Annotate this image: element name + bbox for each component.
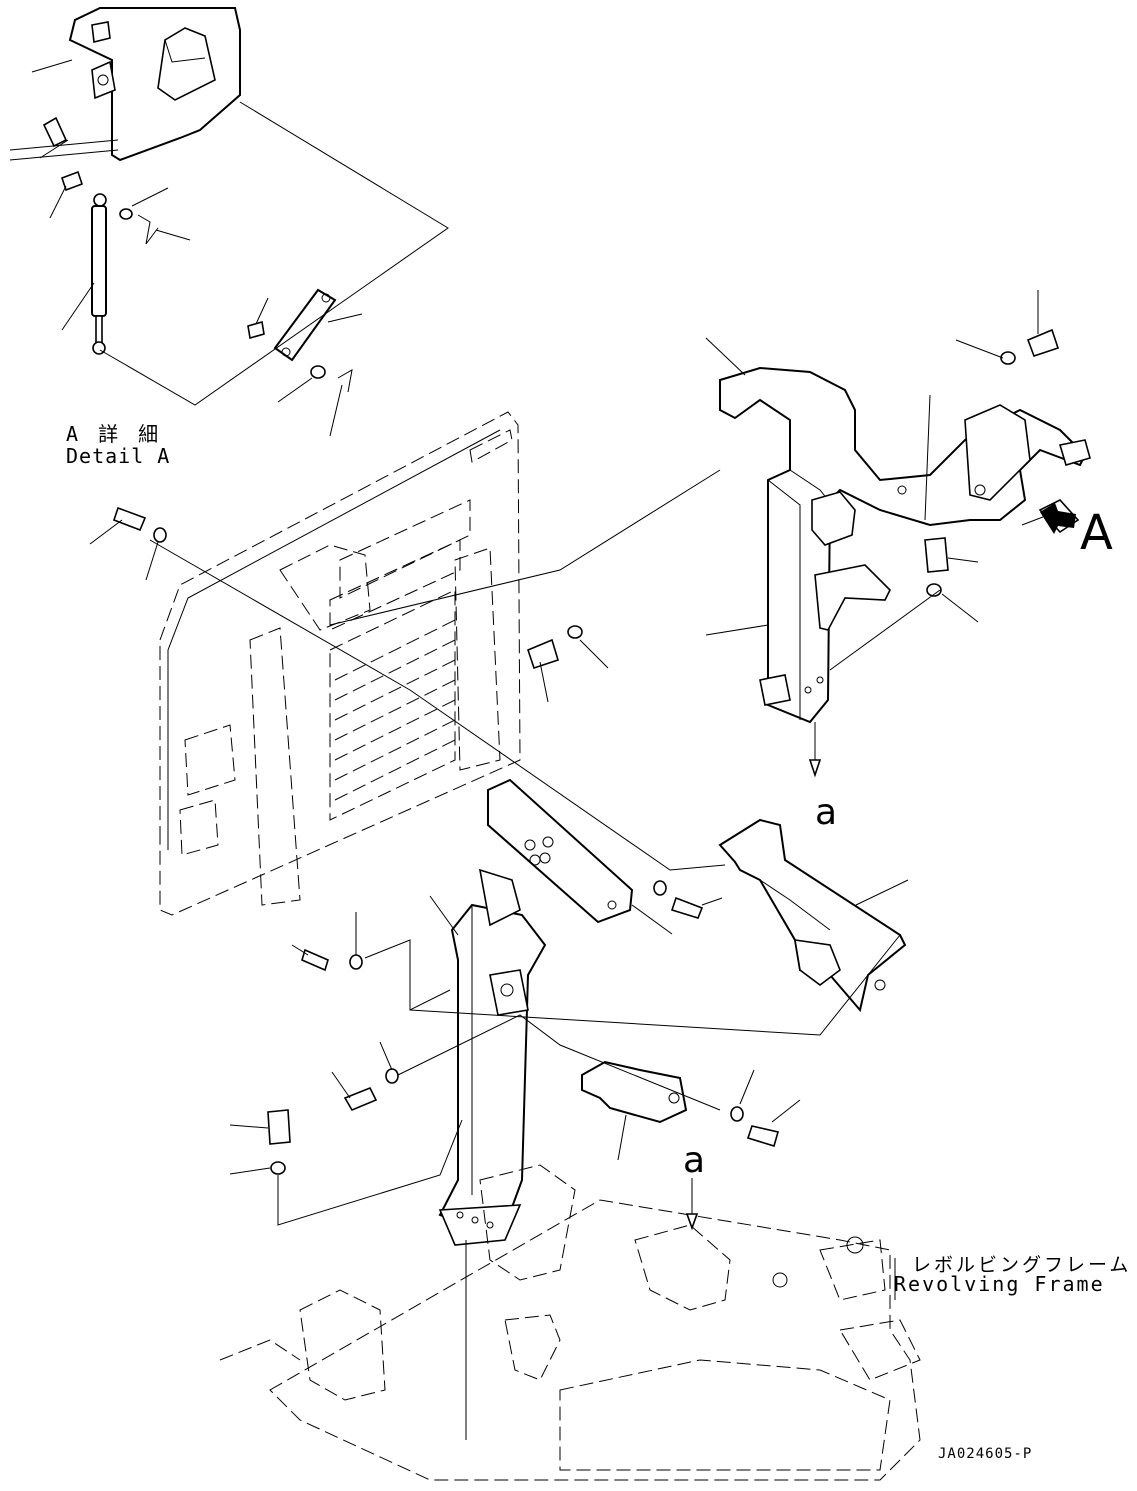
link-plate xyxy=(247,288,363,437)
lower-right-bracket xyxy=(718,818,909,1013)
assembly-leaders xyxy=(149,394,941,1226)
vertical-post xyxy=(429,868,547,1440)
view-a-label: A xyxy=(1080,505,1113,561)
detail-a-bracket xyxy=(9,7,241,162)
revolving-frame-label-ja: レボルビングフレーム xyxy=(912,1254,1132,1276)
cross-plate xyxy=(487,778,723,935)
cooling-unit xyxy=(159,411,521,916)
gas-spring xyxy=(49,170,191,355)
reference-a-bottom: a xyxy=(683,1140,706,1181)
revolving-frame xyxy=(219,1164,921,1481)
mid-bolts xyxy=(89,506,609,703)
lower-bolts xyxy=(229,912,801,1175)
detail-a-label-ja: A 詳 細 xyxy=(66,422,163,446)
upper-frame-bracket xyxy=(705,337,1091,778)
revolving-frame-label-en: Revolving Frame xyxy=(894,1272,1105,1296)
small-bracket xyxy=(581,1060,688,1161)
detail-a-label-en: Detail A xyxy=(66,444,171,468)
reference-a-top: a xyxy=(815,792,838,833)
detail-a-leader xyxy=(99,101,449,406)
view-a-arrow xyxy=(1040,503,1076,534)
drawing-number: JA024605-P xyxy=(938,1446,1033,1462)
